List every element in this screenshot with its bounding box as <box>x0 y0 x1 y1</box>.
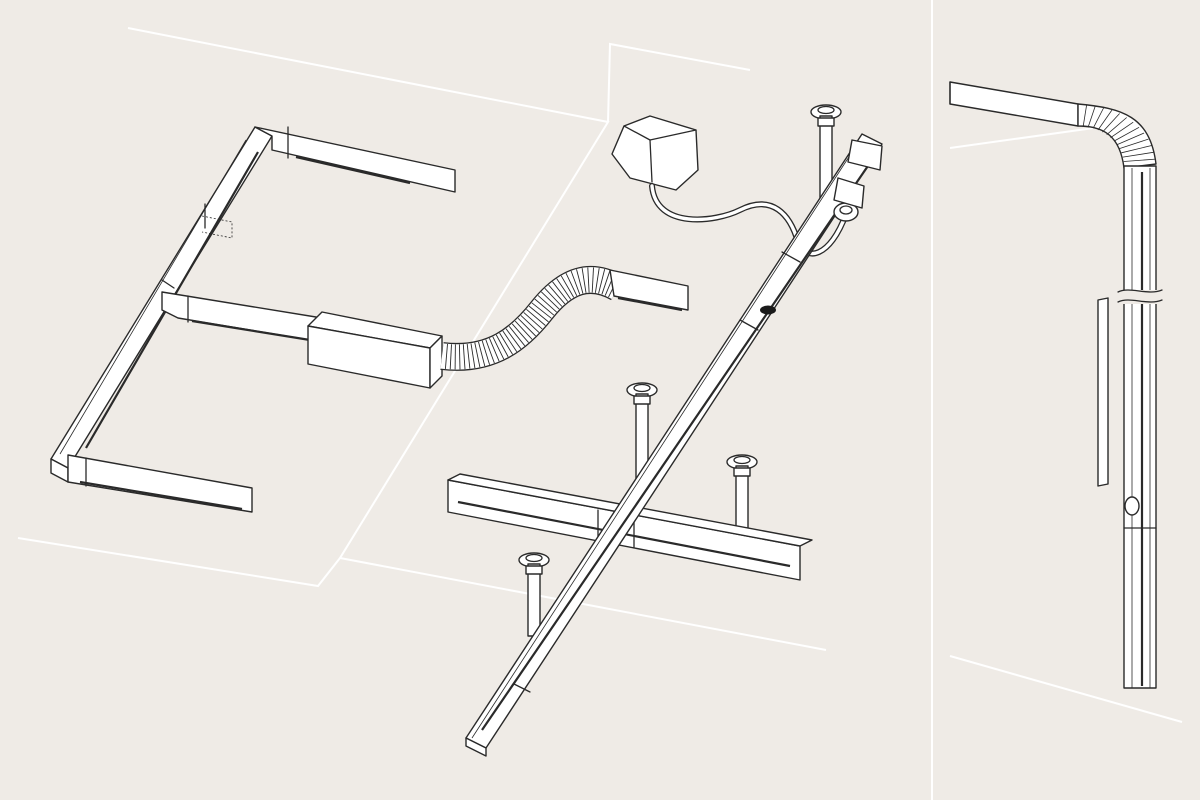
recessed-track-bottom-arm <box>67 454 253 513</box>
connector-rib <box>544 287 563 307</box>
connector-rib <box>537 295 557 313</box>
connector-rib <box>505 328 522 350</box>
connector-rib <box>517 317 537 337</box>
connector-rib <box>534 298 555 316</box>
recessed-track-end-arm <box>609 269 689 312</box>
connector-rib <box>520 315 540 333</box>
wall-track-vertical-section <box>1116 165 1164 689</box>
suspended-track-system <box>447 104 883 757</box>
bend-rib <box>1123 158 1156 162</box>
recessed-track-top-arm <box>254 126 456 193</box>
connector-rib <box>601 270 611 295</box>
connector-rib <box>481 340 491 365</box>
connector-rib <box>528 305 549 323</box>
wall-floor-guide <box>949 655 1183 723</box>
connector-rib <box>587 267 590 293</box>
bend-rib <box>1092 107 1105 129</box>
connector-rib <box>581 268 587 293</box>
connector-rib <box>508 326 526 347</box>
junction-box <box>307 311 443 389</box>
guide-lines <box>17 0 1183 800</box>
connector-rib <box>511 323 529 343</box>
recessed-track-system <box>50 126 689 513</box>
bend-rib <box>1097 109 1113 131</box>
connector-rib <box>458 344 461 370</box>
connector-rib <box>560 275 575 298</box>
connector-rib <box>540 291 560 310</box>
bend-rib <box>1110 121 1134 139</box>
connector-rib <box>495 334 509 358</box>
connector-rib <box>531 302 552 319</box>
connector-rib <box>485 339 495 364</box>
connector-rib <box>470 343 476 369</box>
mounting-hole <box>760 305 776 315</box>
rail-end-cap <box>833 139 883 209</box>
connector-rib <box>444 343 448 369</box>
ceiling-corner-guide <box>607 42 751 123</box>
connector-rib <box>570 270 581 295</box>
connector-rib <box>499 332 513 355</box>
bend-rib <box>1116 132 1145 146</box>
feed-cable <box>649 183 849 257</box>
bend-rib <box>1087 105 1096 128</box>
connector-rib <box>492 336 505 360</box>
connector-rib <box>526 308 546 326</box>
bend-rib <box>1113 126 1140 142</box>
connector-rib <box>488 338 500 362</box>
flexible-connector <box>440 266 625 371</box>
bend-rib <box>1122 151 1155 158</box>
wall-track-loose-cover <box>1097 297 1109 487</box>
connector-rib <box>576 269 584 294</box>
bend-rib <box>1082 104 1088 127</box>
bend-rib <box>1106 117 1127 136</box>
connector-rib <box>556 278 572 300</box>
connector-rib <box>591 267 594 293</box>
wall-track-system <box>949 81 1164 689</box>
bend-rib <box>1102 113 1120 133</box>
connector-rib <box>548 284 566 305</box>
wall-ceiling-guide <box>949 125 1109 149</box>
bend-rib <box>1119 138 1149 149</box>
connector-rib <box>594 268 600 293</box>
floor-guide-line <box>339 557 827 651</box>
connector-rib <box>598 268 606 294</box>
power-canopy <box>611 115 699 191</box>
connector-rib <box>565 273 578 296</box>
connector-rib <box>466 343 471 369</box>
connector-rib <box>552 281 569 302</box>
connector-rib <box>514 320 533 340</box>
connector-rib <box>449 344 452 370</box>
connector-rib <box>523 312 543 330</box>
suspension-rod-right <box>726 454 758 537</box>
recessed-track-middle-arm <box>161 291 323 343</box>
connector-rib <box>474 342 481 368</box>
connector-rib <box>462 344 466 370</box>
connector-rib <box>502 330 518 352</box>
connector-rib <box>478 341 486 367</box>
suspended-rail <box>465 133 883 757</box>
bend-rib <box>1121 145 1152 154</box>
